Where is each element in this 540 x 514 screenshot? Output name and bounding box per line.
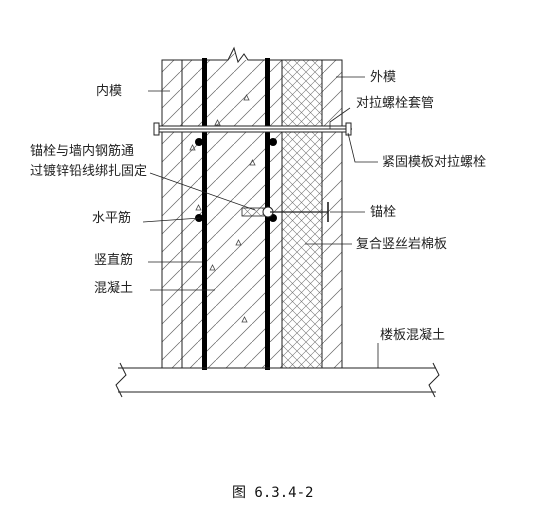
label-composite-board: 复合竖丝岩棉板: [356, 237, 447, 252]
label-concrete: 混凝土: [94, 280, 133, 296]
aggregate-marks: [189, 94, 256, 323]
vertical-rebar-left: [202, 58, 207, 370]
tension-bolt: [153, 122, 352, 136]
label-anchor-tie-2: 过镀锌铅线绑扎固定: [30, 163, 147, 179]
anchor-bolt: [241, 202, 329, 222]
label-inner-form: 内模: [96, 83, 122, 99]
figure-caption: 图 6.3.4-2: [232, 485, 313, 501]
leader-lines: [142, 76, 379, 368]
composite-rockwool-board: [281, 59, 323, 369]
inner-formwork: [161, 59, 183, 369]
label-anchor-bolt: 锚栓: [370, 205, 396, 220]
label-outer-form: 外模: [370, 70, 396, 85]
label-floor-concrete: 楼板混凝土: [380, 327, 445, 343]
outer-formwork: [321, 59, 343, 369]
floor-slab: [115, 362, 440, 398]
concrete-top-break: [182, 46, 282, 64]
label-vertical-bar: 竖直筋: [94, 252, 133, 268]
label-anchor-tie-1: 锚栓与墙内钢筋通: [30, 143, 134, 159]
label-bolt-sleeve: 对拉螺栓套管: [356, 95, 434, 111]
label-tension-bolt: 紧固模板对拉螺栓: [382, 155, 486, 170]
label-horizontal-bar: 水平筋: [92, 210, 131, 226]
